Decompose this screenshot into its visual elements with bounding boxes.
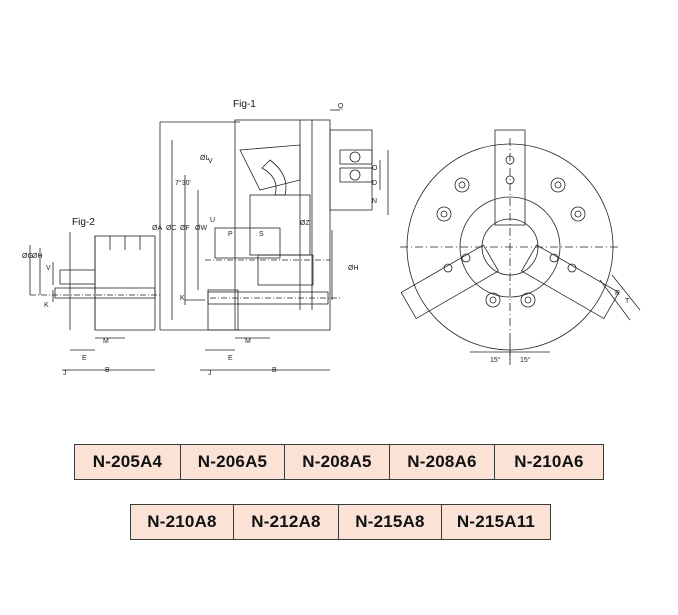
model-cell: N-208A6 <box>389 444 495 480</box>
dim-s: S <box>259 231 264 238</box>
dim-w: ØW <box>195 225 207 232</box>
model-cell: N-210A6 <box>494 444 604 480</box>
dim-o: O <box>372 165 378 172</box>
model-cell: N-206A5 <box>180 444 285 480</box>
fig2-dim-v: V <box>46 265 51 272</box>
dim-m: M <box>245 338 251 345</box>
dim-p: P <box>228 231 233 238</box>
fig2-dim-j: J <box>63 370 67 377</box>
dim-j: J <box>208 370 212 377</box>
fig2-dim-m: M <box>103 338 109 345</box>
fig2-dim-h: ØH <box>32 253 43 260</box>
dim-f: ØF <box>180 225 190 232</box>
model-row-2: N-210A8 N-212A8 N-215A8 N-215A11 <box>130 504 551 540</box>
dim-n: N <box>372 198 377 205</box>
model-cell: N-205A4 <box>74 444 181 480</box>
dim-q: Q <box>338 103 344 110</box>
fig2-dim-b: B <box>105 367 110 374</box>
dim-angle-15-left: 15° <box>490 356 501 364</box>
model-cell: N-210A8 <box>130 504 234 540</box>
fig2-drawing <box>29 232 160 371</box>
fig2-dim-k: K <box>44 302 49 309</box>
technical-drawing: Fig-1 Fig-2 Q V ØL 7°30' O D N ØA ØC ØF … <box>22 99 641 377</box>
dim-v: V <box>208 158 213 165</box>
fig2-dim-g: ØG <box>22 253 33 260</box>
dim-t: T <box>625 298 630 305</box>
dim-c: ØC <box>166 225 177 232</box>
model-cell: N-215A11 <box>441 504 551 540</box>
model-row-1: N-205A4 N-206A5 N-208A5 N-208A6 N-210A6 <box>74 444 604 480</box>
model-cell: N-208A5 <box>284 444 390 480</box>
fig2-dim-e: E <box>82 355 87 362</box>
dim-h: ØH <box>348 265 359 272</box>
dim-angle-15-right: 15° <box>520 356 531 364</box>
dim-e: E <box>228 355 233 362</box>
dim-a: ØA <box>152 225 162 232</box>
fig1-drawing <box>159 109 389 371</box>
dim-b: B <box>272 367 277 374</box>
fig1-label: Fig-1 <box>233 99 256 110</box>
model-cell: N-215A8 <box>338 504 442 540</box>
dim-l: ØL <box>200 155 209 162</box>
dim-u: U <box>210 217 215 224</box>
model-cell: N-212A8 <box>233 504 339 540</box>
dim-z: ØZ <box>300 220 310 227</box>
fig2-label: Fig-2 <box>72 217 95 228</box>
dim-r: R <box>615 290 620 297</box>
dim-angle: 7°30' <box>175 179 191 187</box>
dim-k: K <box>180 295 185 302</box>
dim-d: D <box>372 180 377 187</box>
front-view-drawing <box>400 129 641 365</box>
